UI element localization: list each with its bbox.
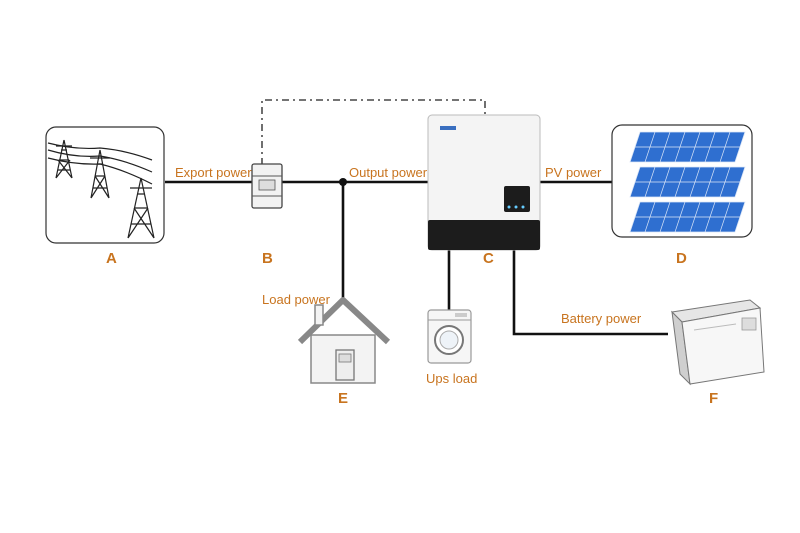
node-label-battery: F — [709, 390, 719, 407]
node-label-grid: A — [106, 250, 117, 267]
solar-panels-icon — [611, 124, 753, 238]
grid-pylons-icon — [45, 126, 165, 244]
power-lines — [165, 180, 668, 336]
node-label-meter: B — [262, 250, 273, 267]
house-icon — [297, 297, 391, 384]
battery-icon — [670, 299, 765, 386]
washing-machine-icon — [427, 309, 472, 364]
battery-power-label: Battery power — [561, 311, 642, 326]
node-label-inverter: C — [483, 250, 494, 267]
export-power-label: Export power — [175, 165, 252, 180]
meter-icon — [251, 163, 283, 209]
load-power-label: Load power — [262, 292, 330, 307]
output-power-label: Output power — [349, 165, 428, 180]
pv-power-label: PV power — [545, 165, 602, 180]
battery-line — [512, 250, 668, 336]
communication-line — [261, 99, 486, 165]
inverter-icon — [427, 114, 541, 251]
junction-dot — [339, 178, 347, 186]
node-label-solar: D — [676, 250, 687, 267]
ups-load-label: Ups load — [426, 371, 478, 386]
node-label-home: E — [338, 390, 349, 407]
